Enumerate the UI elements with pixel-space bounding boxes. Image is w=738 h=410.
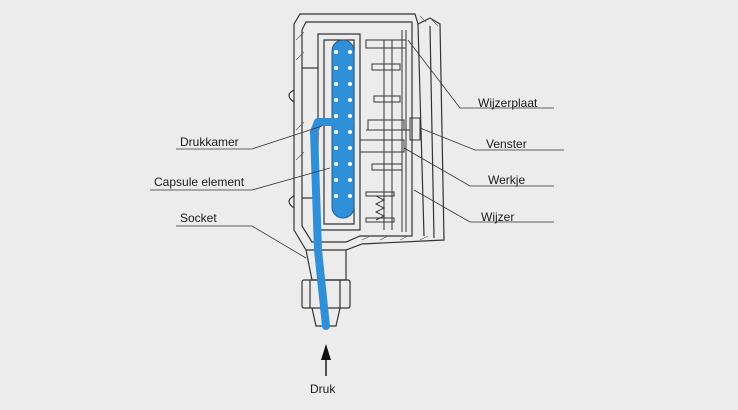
housing-hatching	[295, 15, 439, 241]
capsule-element	[310, 39, 355, 330]
leader-lines	[150, 39, 564, 259]
label-drukkamer: Drukkamer	[180, 135, 239, 149]
label-wijzerplaat: Wijzerplaat	[478, 96, 538, 110]
label-capsule-element: Capsule element	[154, 175, 245, 189]
label-socket: Socket	[180, 211, 217, 225]
label-wijzer: Wijzer	[481, 210, 515, 224]
pressure-arrow	[321, 344, 331, 376]
movement-mechanism	[359, 30, 421, 232]
label-druk: Druk	[310, 382, 336, 396]
label-venster: Venster	[486, 137, 527, 151]
label-werkje: Werkje	[488, 173, 526, 187]
